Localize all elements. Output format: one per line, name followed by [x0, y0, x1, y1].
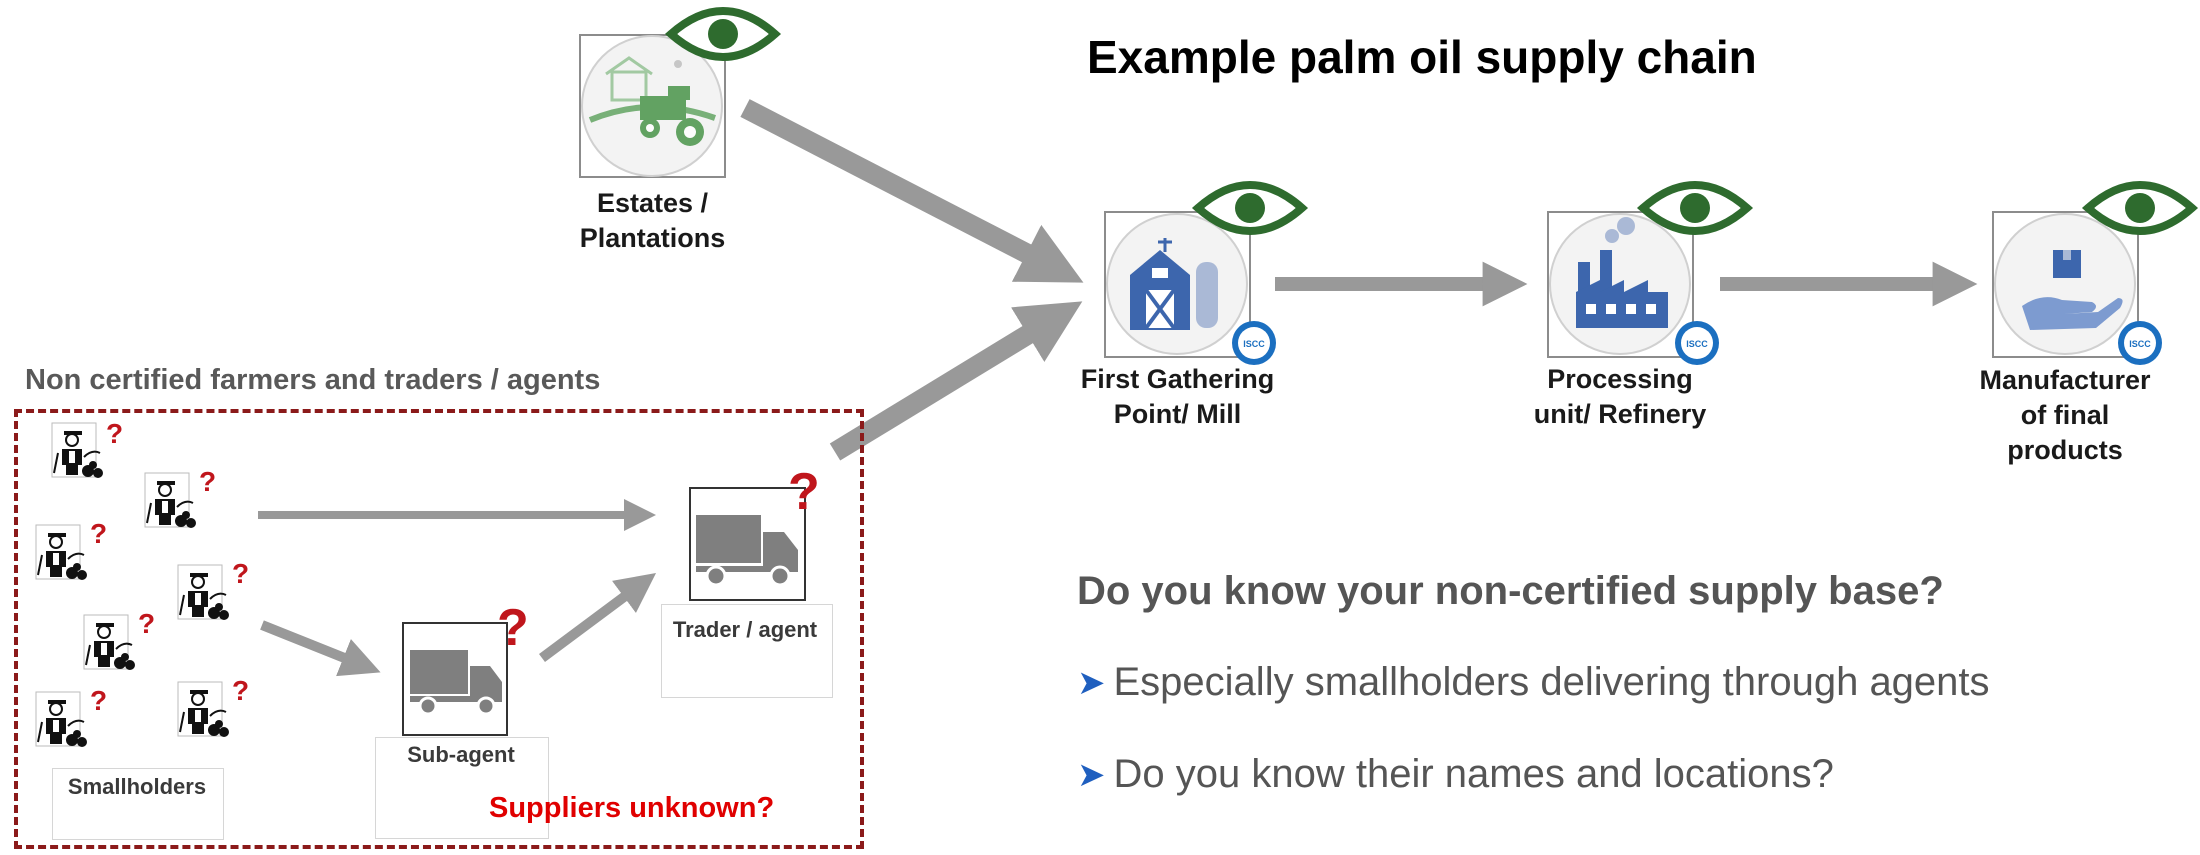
factory-icon — [1576, 217, 1668, 328]
iscc-badge-manufacturer: ISCC — [2118, 321, 2162, 365]
trader-label: Trader / agent — [672, 617, 818, 642]
bullet-text: Especially smallholders delivering throu… — [1113, 660, 1990, 704]
bullet-item: ➤ Do you know their names and locations? — [1077, 752, 1834, 797]
refinery-node — [1547, 211, 1694, 358]
question-mark: ? — [138, 608, 156, 639]
estates-label-line1: Estates / — [596, 188, 709, 218]
truck-icon — [696, 515, 798, 587]
manufacturer-label-line2: of final — [2020, 400, 2110, 430]
truck-icon — [410, 650, 502, 716]
hand-box-icon — [2022, 250, 2123, 330]
svg-text:ISCC: ISCC — [2129, 339, 2151, 349]
svg-text:ISCC: ISCC — [1686, 339, 1708, 349]
non-certified-box — [14, 409, 864, 849]
trader-node — [689, 487, 806, 601]
manufacturer-label-line3: products — [2007, 435, 2123, 465]
manufacturer-node — [1992, 211, 2139, 358]
supply-base-question: Do you know your non-certified supply ba… — [1077, 569, 1944, 613]
non-certified-heading: Non certified farmers and traders / agen… — [25, 364, 601, 396]
subagent-label: Sub-agent — [407, 742, 515, 767]
trader-box — [661, 604, 833, 698]
bullet-arrow-icon: ➤ — [1077, 755, 1106, 794]
question-mark: ? — [497, 599, 529, 657]
svg-text:ISCC: ISCC — [1243, 339, 1265, 349]
estates-label: Estates / Plantations — [560, 186, 745, 256]
smallholders-box — [52, 768, 224, 840]
bullet-arrow-icon: ➤ — [1077, 663, 1106, 702]
question-mark: ? — [788, 463, 820, 521]
iscc-badge-refinery: ISCC — [1675, 321, 1719, 365]
question-mark: ? — [106, 418, 124, 449]
arrow-smallholders-to-subagent — [260, 620, 381, 677]
question-mark: ? — [199, 466, 217, 497]
refinery-label: Processing unit/ Refinery — [1510, 362, 1730, 432]
bullet-text: Do you know their names and locations? — [1113, 752, 1834, 796]
eye-icon-estates — [664, 7, 782, 61]
manufacturer-label: Manufacturer of final products — [1960, 363, 2170, 468]
eye-icon-refinery — [1636, 181, 1754, 235]
arrow-trader-to-mill — [829, 301, 1083, 461]
barn-icon — [1130, 238, 1218, 330]
smallholders-label: Smallholders — [67, 774, 207, 799]
refinery-label-line1: Processing — [1547, 364, 1693, 394]
subagent-node — [402, 622, 508, 736]
iscc-badge-mill: ISCC — [1232, 321, 1276, 365]
question-mark: ? — [232, 675, 250, 706]
arrow-subagent-to-trader — [539, 573, 657, 663]
tractor-icon — [588, 56, 716, 146]
bullet-item: ➤ Especially smallholders delivering thr… — [1077, 660, 1990, 705]
suppliers-unknown-label: Suppliers unknown? — [489, 792, 775, 824]
mill-label-line2: Point/ Mill — [1113, 399, 1242, 429]
mill-node — [1104, 211, 1251, 358]
mill-label-line1: First Gathering — [1080, 364, 1275, 394]
question-mark: ? — [232, 558, 250, 589]
estates-label-line2: Plantations — [579, 223, 726, 253]
question-mark: ? — [90, 518, 108, 549]
eye-icon-manufacturer — [2081, 181, 2199, 235]
manufacturer-label-line1: Manufacturer — [1979, 365, 2151, 395]
mill-label: First Gathering Point/ Mill — [1065, 362, 1290, 432]
eye-icon-mill — [1191, 181, 1309, 235]
arrow-estates-to-mill — [740, 99, 1084, 283]
question-mark: ? — [90, 685, 108, 716]
subagent-box — [375, 737, 549, 839]
estates-node — [579, 34, 726, 178]
refinery-label-line2: unit/ Refinery — [1533, 399, 1707, 429]
diagram-title: Example palm oil supply chain — [1087, 31, 1757, 83]
